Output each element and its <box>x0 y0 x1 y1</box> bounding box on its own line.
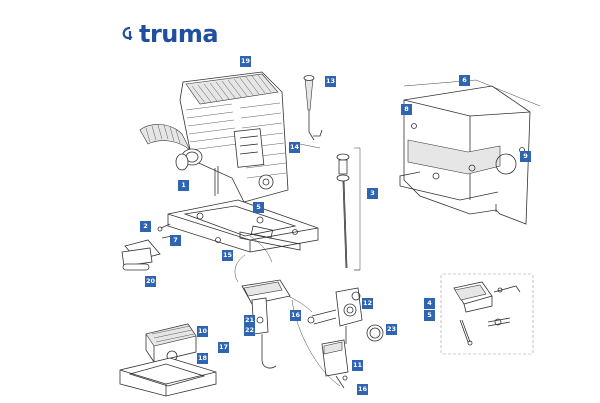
part-badge-7: 7 <box>170 235 181 246</box>
part-badge-label: 21 <box>244 316 255 325</box>
part-badge-21: 21 <box>244 315 255 326</box>
ignition-unit <box>241 279 291 369</box>
part-badge-17: 17 <box>218 342 229 353</box>
part-badge-label: 7 <box>173 236 178 245</box>
part-badge-11: 11 <box>352 360 363 371</box>
part-badge-14: 14 <box>289 142 300 153</box>
part-badge-23: 23 <box>386 324 397 335</box>
part-badge-label: 1 <box>181 181 186 190</box>
part-badge-8: 8 <box>401 104 412 115</box>
part-badge-label: 18 <box>197 354 208 363</box>
part-badge-22: 22 <box>244 325 255 336</box>
part-badge-label: 4 <box>427 299 432 308</box>
part-badge-9: 9 <box>520 151 531 162</box>
part-badge-label: 9 <box>523 152 528 161</box>
part-badge-20: 20 <box>145 276 156 287</box>
part-badge-label: 22 <box>244 326 255 335</box>
gas-rod <box>336 147 361 271</box>
part-badge-5: 5 <box>253 202 264 213</box>
base-plate <box>167 199 319 283</box>
part-badge-label: 17 <box>218 343 229 352</box>
part-badge-label: 14 <box>289 143 300 152</box>
outer-casing <box>399 79 541 225</box>
part-badge-19: 19 <box>240 56 251 67</box>
part-badge-2: 2 <box>140 221 151 232</box>
part-badge-3: 3 <box>367 188 378 199</box>
part-badge-label: 12 <box>362 299 373 308</box>
heater-body <box>179 71 289 203</box>
part-badge-12: 12 <box>362 298 373 309</box>
gas-valve <box>273 287 384 389</box>
part-badge-16b: 16 <box>357 384 368 395</box>
part-badge-6: 6 <box>459 75 470 86</box>
part-badge-label: 6 <box>462 76 467 85</box>
part-badge-label: 15 <box>222 251 233 260</box>
part-badge-5b: 5 <box>424 310 435 321</box>
spark-electrode <box>299 75 323 149</box>
part-badge-label: 3 <box>370 189 375 198</box>
part-badge-10: 10 <box>197 326 208 337</box>
truma-logo: truma <box>122 20 219 48</box>
part-badge-label: 16 <box>357 385 368 394</box>
part-badge-label: 11 <box>352 361 363 370</box>
inset-kit-box <box>440 273 534 355</box>
part-badge-18: 18 <box>197 353 208 364</box>
part-badge-label: 5 <box>256 203 261 212</box>
part-badge-label: 16 <box>290 311 301 320</box>
part-badge-label: 2 <box>143 222 148 231</box>
part-badge-label: 13 <box>325 77 336 86</box>
brand-name: truma <box>139 20 219 48</box>
part-badge-label: 5 <box>427 311 432 320</box>
part-badge-label: 23 <box>386 325 397 334</box>
flue-hose <box>139 124 219 196</box>
part-badge-label: 10 <box>197 327 208 336</box>
part-badge-label: 20 <box>145 277 156 286</box>
small-parts-left <box>121 223 221 271</box>
part-badge-label: 19 <box>240 57 251 66</box>
part-badge-16: 16 <box>290 310 301 321</box>
part-badge-13: 13 <box>325 76 336 87</box>
fan-kit <box>119 323 217 397</box>
part-badge-label: 8 <box>404 105 409 114</box>
truma-swirl-icon <box>122 26 133 40</box>
part-badge-1: 1 <box>178 180 189 191</box>
part-badge-4: 4 <box>424 298 435 309</box>
part-badge-15: 15 <box>222 250 233 261</box>
